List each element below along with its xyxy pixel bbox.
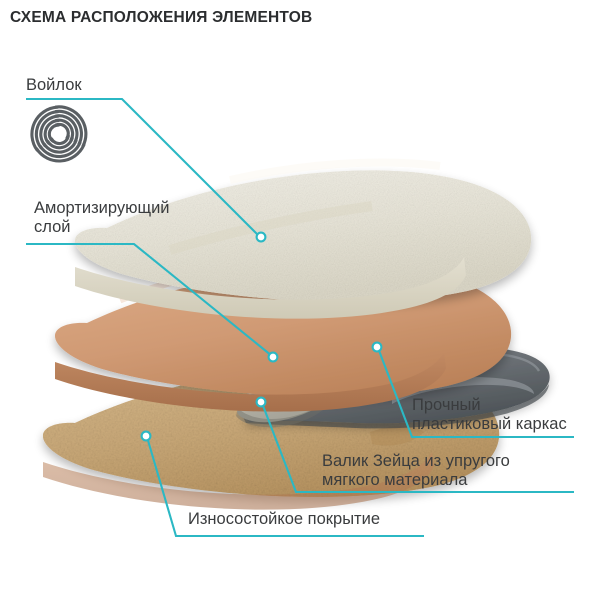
callout-label-amortiziruyushchiy-sloy: Амортизирующий слой <box>34 199 170 236</box>
callout-label-plastikovyy-karkas: Прочный пластиковый каркас <box>412 396 567 433</box>
callout-label-iznosostoykoe-pokrytie: Износостойкое покрытие <box>188 510 380 528</box>
callout-label-valik-zeytsa: Валик Зейца из упругого мягкого материал… <box>322 452 510 489</box>
callout-label-voilok: Войлок <box>26 76 82 94</box>
page-title: СХЕМА РАСПОЛОЖЕНИЯ ЭЛЕМЕНТОВ <box>10 9 313 26</box>
felt-swirl-icon <box>30 105 88 163</box>
